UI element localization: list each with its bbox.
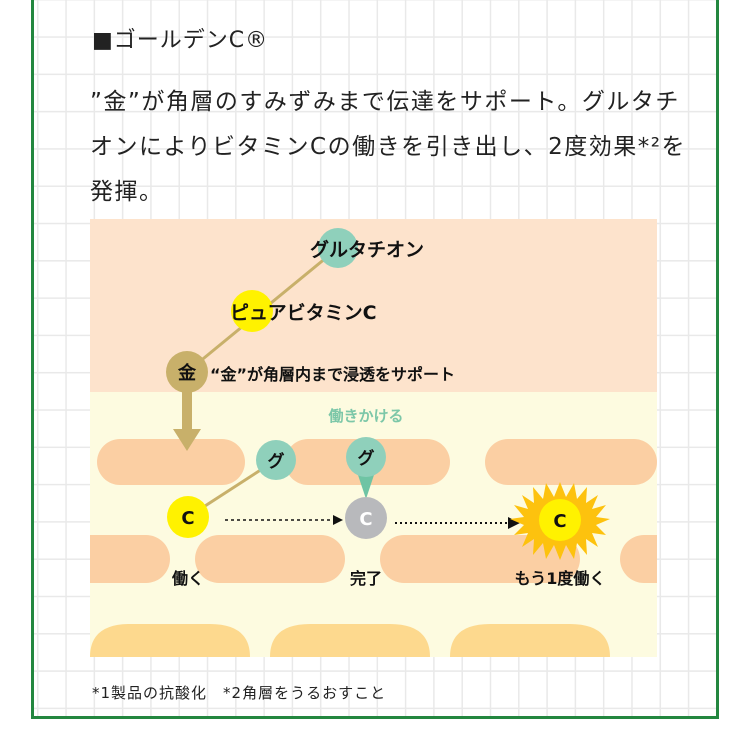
c-reactivated-icon <box>539 499 581 541</box>
diagram-shape <box>90 535 170 583</box>
glutathione-icon <box>318 228 358 268</box>
diagram-shape <box>97 439 245 485</box>
c-done-icon <box>345 497 387 539</box>
diagram-label: C <box>359 509 372 530</box>
arrow-right-icon <box>508 517 520 529</box>
diagram-label: グ <box>268 451 285 472</box>
diagram-label: もう1度働く <box>515 569 606 588</box>
c-active-icon <box>167 496 209 538</box>
diagram-shape <box>195 535 345 583</box>
diagram-label: “金”が角層内まで浸透をサポート <box>210 365 455 384</box>
diagram-shape <box>356 469 376 499</box>
diagram-shape <box>620 535 657 583</box>
diagram-shape <box>270 624 430 657</box>
description-text: ”金”が角層のすみずみまで伝達をサポート。グルタチオンによりビタミンCの働きを引… <box>90 89 686 205</box>
diagram-label: 金 <box>177 362 197 384</box>
diagram-shape <box>90 624 250 657</box>
section-heading: ■ゴールデンC® <box>92 28 269 53</box>
diagram-label: ピュアビタミンC <box>230 302 377 324</box>
skin-cells <box>90 439 657 583</box>
diagram-shape <box>380 535 580 583</box>
diagram-label: 完了 <box>350 569 382 588</box>
diagram-label: グルタチオン <box>310 238 424 261</box>
down-arrow-icon <box>173 429 201 451</box>
lower-cells <box>90 624 610 657</box>
arrow-right-icon <box>333 515 343 525</box>
diagram-shape <box>182 391 192 431</box>
diagram-label: C <box>181 508 194 529</box>
diagram-label: 働く <box>171 569 204 588</box>
diagram-shape <box>485 439 657 485</box>
diagram-label: C <box>553 511 566 532</box>
g-icon <box>346 437 386 477</box>
golden-c-diagram: グルタチオン ピュアビタミンC 金 “金”が角層内まで浸透をサポート 働きかける… <box>90 219 657 657</box>
diagram-label: グ <box>358 448 375 469</box>
footnote: *1製品の抗酸化 *2角層をうるおすこと <box>92 684 387 702</box>
diagram-label: 働きかける <box>327 407 403 425</box>
diagram-shape <box>450 624 610 657</box>
vitamin-c-icon <box>231 290 273 332</box>
gold-icon <box>166 351 208 393</box>
g-icon <box>256 440 296 480</box>
